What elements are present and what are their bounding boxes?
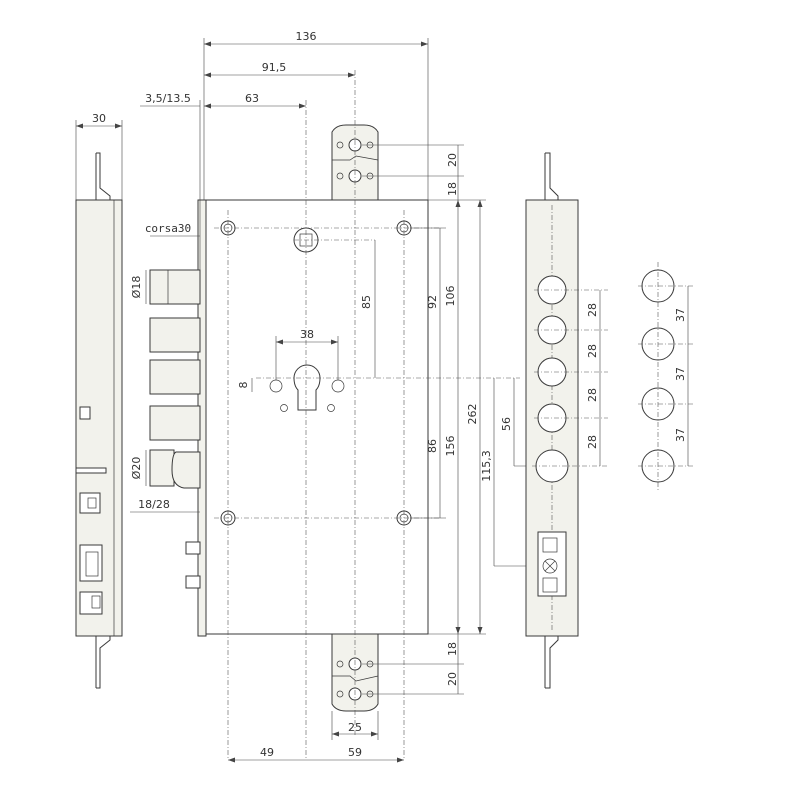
side-tab-bottom	[95, 632, 111, 689]
arrow-25-r	[371, 731, 378, 737]
arrow-136-l	[204, 41, 211, 47]
lower-latch-2	[185, 575, 201, 589]
arrow-63-l	[204, 103, 211, 109]
deadbolt-4	[149, 405, 201, 441]
label-strike-spacing-2: 37	[674, 367, 687, 381]
top-keep-pin-2a	[336, 172, 344, 180]
arrow-63-r	[299, 103, 306, 109]
label-plate-spacing-upper: 92	[426, 295, 439, 309]
faceplate-view	[525, 152, 608, 689]
label-upper-spacing: 85	[360, 295, 373, 309]
side-connector-large	[79, 544, 103, 582]
side-slot	[75, 467, 107, 474]
latch-bolt	[171, 451, 201, 489]
bottom-keep-pin-2a	[336, 690, 344, 698]
keep-holes	[336, 138, 374, 701]
lock-case	[205, 199, 429, 635]
label-bolt-diameter: Ø18	[130, 276, 143, 299]
label-switch-distance: 115,3	[480, 450, 493, 482]
hook-bolt	[149, 449, 175, 487]
arrow-262-t	[477, 200, 483, 207]
side-bracket	[79, 406, 91, 420]
label-cylinder-spacing: 38	[300, 328, 314, 341]
top-keep-divider	[332, 155, 379, 161]
label-lower-hole-right: 59	[348, 746, 362, 759]
arrow-25-l	[332, 731, 339, 737]
bottom-keep-pin-1a	[336, 660, 344, 668]
side-connector-small	[79, 492, 101, 514]
label-front-bolt-spacing-1: 28	[586, 303, 599, 317]
side-switch-block	[79, 591, 103, 615]
dimension-lines	[75, 38, 540, 763]
cylinder-pin-right	[327, 404, 335, 412]
arrow-136-r	[421, 41, 428, 47]
bottom-keep-divider	[332, 675, 379, 682]
arrow-91-r	[348, 72, 355, 78]
arrow-38-l	[276, 339, 283, 345]
arrow-106-t	[455, 200, 461, 207]
label-plate-bottom-distance: 156	[444, 436, 457, 457]
faceplate-switch-cross	[544, 560, 556, 572]
cylinder-keyhole	[293, 364, 321, 411]
side-tab-top	[95, 152, 111, 204]
label-backset: 63	[245, 92, 259, 105]
deadbolt-1	[149, 269, 201, 305]
label-side-thickness: 30	[92, 112, 106, 125]
strike-holes	[638, 262, 694, 490]
arrow-262-b	[477, 627, 483, 634]
arrow-59-r	[397, 757, 404, 763]
label-lower-hole-left: 49	[260, 746, 274, 759]
cylinder-pin-left	[280, 404, 288, 412]
label-throw: corsa30	[145, 222, 191, 235]
faceplate-tab-bottom	[544, 632, 559, 689]
label-total-height: 262	[466, 404, 479, 425]
arrow-156-b	[455, 627, 461, 634]
side-view	[75, 152, 123, 689]
arrow-30-l	[76, 123, 83, 129]
label-strike-spacing-1: 37	[674, 308, 687, 322]
center-lines	[214, 70, 520, 760]
label-strike-spacing-3: 37	[674, 428, 687, 442]
side-connector-large-grid	[85, 551, 99, 577]
arrow-91-l	[204, 72, 211, 78]
arrow-38-r	[331, 339, 338, 345]
top-keep-pin-1a	[336, 141, 344, 149]
arrow-49-l	[228, 757, 235, 763]
arrow-30-r	[115, 123, 122, 129]
faceplate-switch-sensor	[542, 558, 558, 574]
label-bottom-keep-offset: 18	[446, 642, 459, 656]
label-keep-width: 25	[348, 721, 362, 734]
label-plate-top-distance: 106	[444, 286, 457, 307]
deadbolt-2	[149, 317, 201, 353]
dimension-labels: 136 91,5 63 3,5/13.5 30 corsa30 18/28 38…	[92, 30, 687, 759]
label-front-bolt-spacing-2: 28	[586, 344, 599, 358]
faceplate-bolt-holes	[532, 275, 608, 483]
label-top-keep-offset: 18	[446, 182, 459, 196]
faceplate-switch-bottom	[542, 577, 558, 593]
lock-front-view	[149, 124, 429, 712]
label-cylinder-offset: 8	[237, 382, 250, 389]
faceplate-tab-top	[544, 152, 559, 204]
label-bolt-extension: 3,5/13.5	[145, 92, 191, 105]
label-bottom-keep-spacing: 20	[446, 672, 459, 686]
label-front-bolt-spacing-3: 28	[586, 388, 599, 402]
side-connector-small-pins	[87, 497, 97, 509]
label-latch-setting: 18/28	[138, 498, 170, 511]
label-total-width: 136	[296, 30, 317, 43]
label-top-keep-spacing: 20	[446, 153, 459, 167]
lower-latch-1	[185, 541, 201, 555]
label-bolt-to-center: 91,5	[262, 61, 287, 74]
label-hook-diameter: Ø20	[130, 457, 143, 480]
faceplate-switch-top	[542, 537, 558, 553]
label-front-bolt-spacing-4: 28	[586, 435, 599, 449]
deadbolt-3	[149, 359, 201, 395]
side-switch-block-inner	[91, 595, 101, 609]
label-first-bolt-offset: 56	[500, 417, 513, 431]
label-lower-spacing: 86	[426, 439, 439, 453]
